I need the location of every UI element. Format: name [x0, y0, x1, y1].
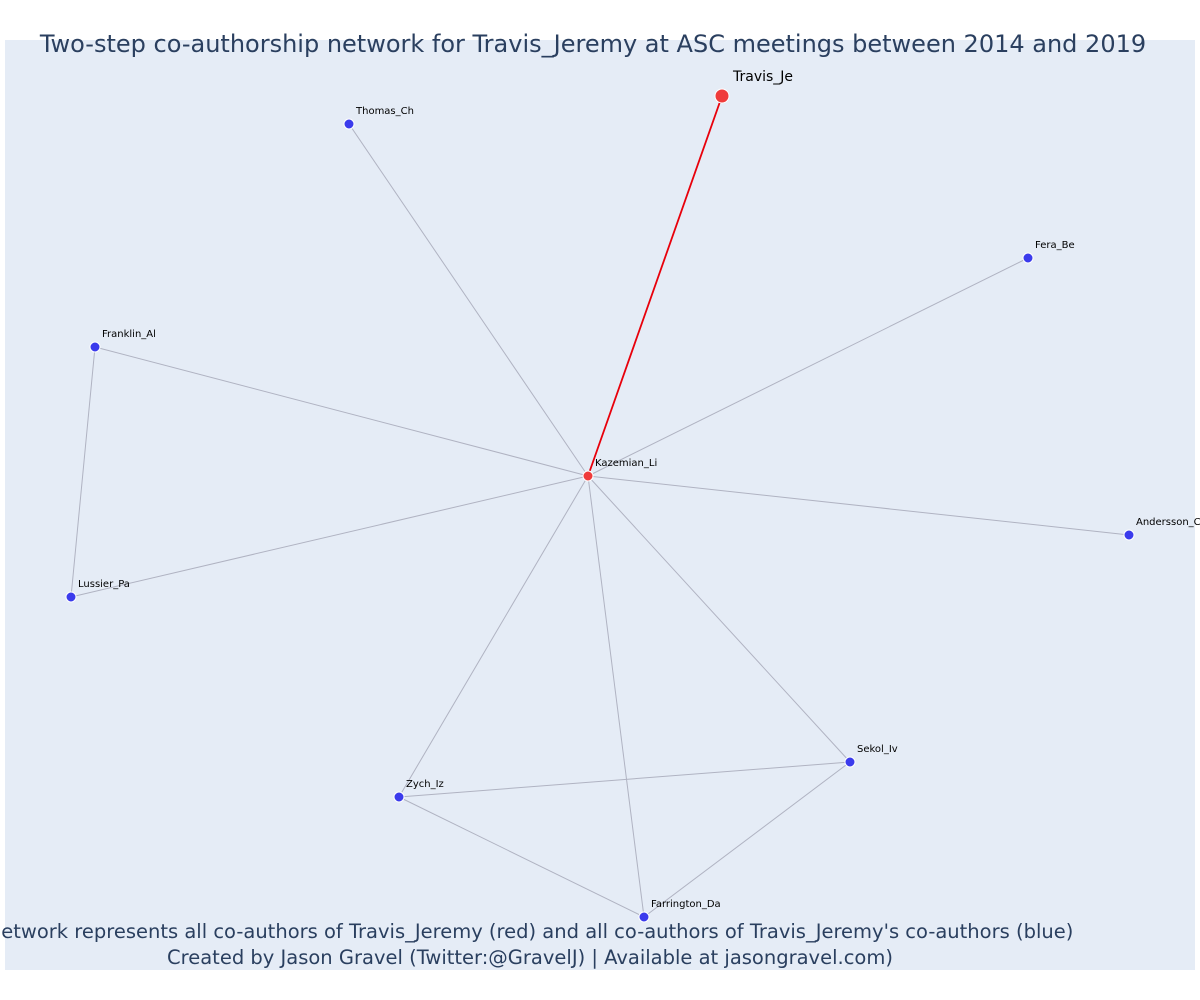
node-kazemian-li[interactable]: [582, 470, 594, 482]
edge-kazemian-li-thomas-ch: [348, 123, 589, 477]
node-label-lussier-pa: Lussier_Pa: [78, 579, 130, 590]
edge-kazemian-li-sekol-iv: [587, 475, 851, 763]
node-label-kazemian-li: Kazemian_Li: [595, 458, 657, 469]
edge-zych-iz-farrington-da: [398, 796, 645, 918]
node-zych-iz[interactable]: [393, 791, 405, 803]
node-label-sekol-iv: Sekol_Iv: [857, 744, 898, 755]
caption-line-2: Created by Jason Gravel (Twitter:@Gravel…: [167, 946, 893, 969]
nodes-layer: [65, 88, 1135, 923]
node-thomas-ch[interactable]: [343, 118, 355, 130]
caption-line-1: Network represents all co-authors of Tra…: [0, 920, 1073, 943]
edge-kazemian-li-farrington-da: [587, 475, 645, 918]
edge-kazemian-li-zych-iz: [398, 475, 589, 798]
node-farrington-da[interactable]: [638, 911, 650, 923]
plot-area: [5, 40, 1195, 970]
node-sekol-iv[interactable]: [844, 756, 856, 768]
edge-franklin-al-lussier-pa: [70, 346, 96, 598]
edge-zych-iz-sekol-iv: [398, 761, 851, 798]
node-label-franklin-al: Franklin_Al: [102, 329, 156, 340]
node-andersson-c[interactable]: [1123, 529, 1135, 541]
node-label-travis-je: Travis_Je: [732, 69, 793, 85]
edge-sekol-iv-farrington-da: [643, 761, 851, 918]
node-label-farrington-da: Farrington_Da: [651, 899, 721, 910]
edges-layer: [70, 95, 1130, 918]
chart-title: Two-step co-authorship network for Travi…: [39, 30, 1146, 58]
node-label-andersson-c: Andersson_C: [1136, 517, 1200, 528]
node-label-zych-iz: Zych_Iz: [406, 779, 444, 790]
node-label-thomas-ch: Thomas_Ch: [355, 106, 414, 117]
node-travis-je[interactable]: [714, 88, 730, 104]
node-lussier-pa[interactable]: [65, 591, 77, 603]
node-franklin-al[interactable]: [89, 341, 101, 353]
edge-kazemian-li-travis-je: [587, 95, 723, 477]
node-label-fera-be: Fera_Be: [1035, 240, 1075, 251]
edge-kazemian-li-lussier-pa: [70, 475, 589, 598]
edge-kazemian-li-andersson-c: [587, 475, 1130, 536]
node-fera-be[interactable]: [1022, 252, 1034, 264]
edge-kazemian-li-fera-be: [587, 257, 1029, 477]
edge-kazemian-li-franklin-al: [94, 346, 589, 477]
